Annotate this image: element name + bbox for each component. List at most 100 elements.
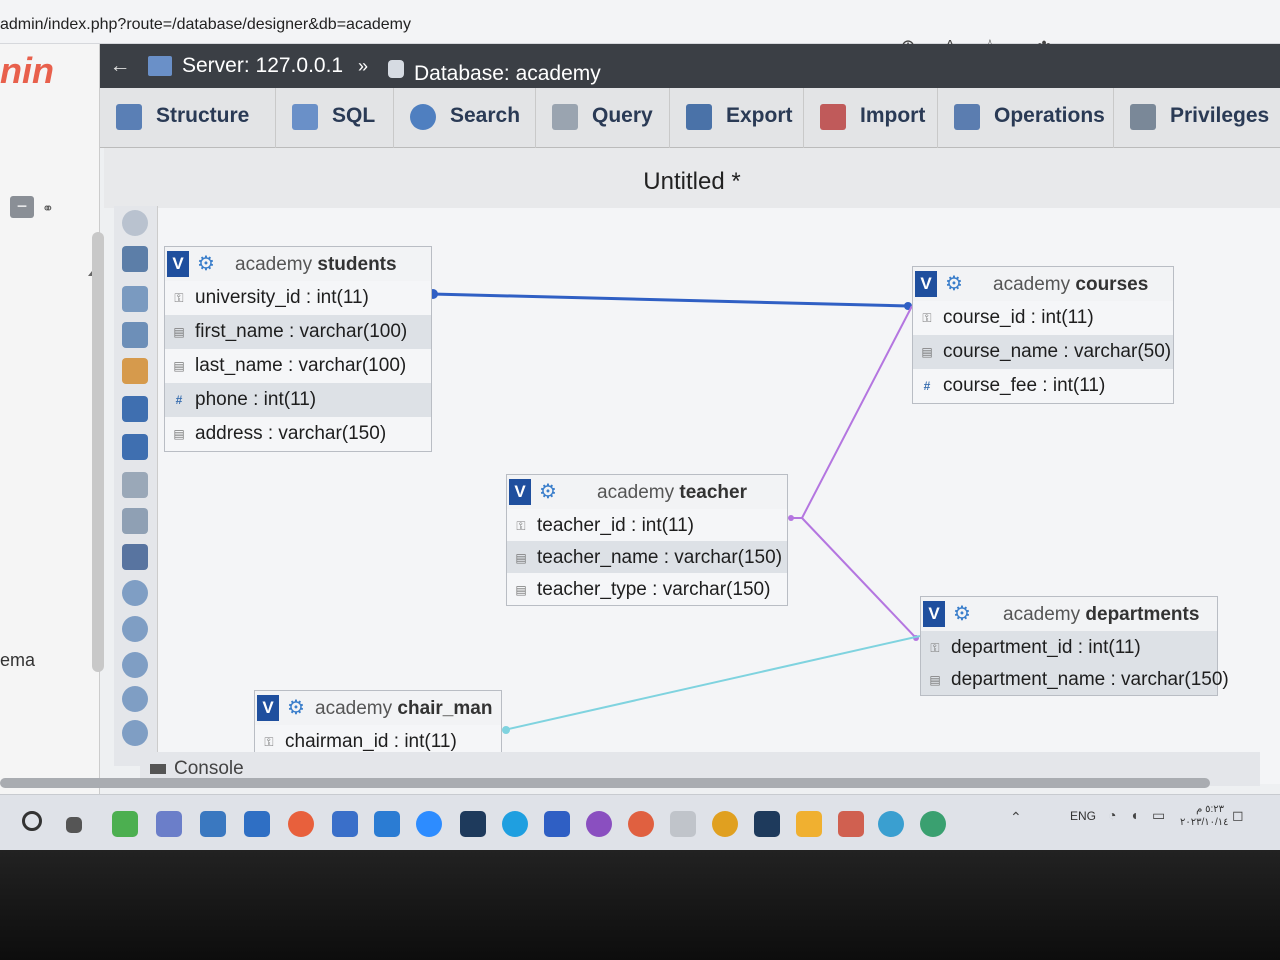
phpmyadmin-logo[interactable]: nin (0, 50, 54, 91)
github-icon[interactable] (586, 811, 612, 837)
tab-operations[interactable]: Operations (938, 88, 1114, 148)
table-card-departments[interactable]: V ⚙ academy departments ⚿department_id :… (920, 596, 1229, 696)
new-page-icon[interactable] (122, 322, 148, 348)
choose-column-icon[interactable] (122, 580, 148, 606)
save-position-icon[interactable] (122, 396, 148, 422)
toggle-columns-button[interactable]: V (923, 601, 945, 627)
toggle-columns-button[interactable]: V (257, 695, 279, 721)
dropbox-icon[interactable] (332, 811, 358, 837)
table-options-gear-icon[interactable]: ⚙ (945, 273, 963, 295)
firefox-icon[interactable] (288, 811, 314, 837)
browser-address-bar[interactable]: admin/index.php?route=/database/designer… (0, 0, 1280, 68)
column-row[interactable]: ⚿teacher_id : int(11) (507, 509, 787, 541)
main-tabs: Structure SQL Search Query Export Import… (100, 88, 1280, 148)
edge-icon[interactable] (502, 811, 528, 837)
table-options-gear-icon[interactable]: ⚙ (953, 603, 971, 625)
file-explorer-icon[interactable] (796, 811, 822, 837)
tab-search[interactable]: Search (394, 88, 536, 148)
table-header[interactable]: V ⚙ academy students (165, 247, 431, 281)
table-header[interactable]: V ⚙ academy departments (921, 597, 1217, 631)
widgets-icon[interactable] (112, 811, 138, 837)
reload-icon[interactable] (122, 616, 148, 642)
save-as-icon[interactable] (122, 434, 148, 460)
horizontal-scrollbar[interactable] (0, 778, 1210, 788)
tab-import[interactable]: Import (804, 88, 938, 148)
store-icon[interactable] (244, 811, 270, 837)
chrome-icon[interactable] (712, 811, 738, 837)
schema-label[interactable]: ema (0, 650, 36, 670)
photoshop-icon[interactable] (460, 811, 486, 837)
column-row[interactable]: ⚿chairman_id : int(11) (255, 725, 501, 759)
open-page-icon[interactable] (122, 358, 148, 384)
bootstrap-icon[interactable] (544, 811, 570, 837)
create-relationship-icon[interactable] (122, 544, 148, 570)
column-row[interactable]: #phone : int(11) (165, 383, 431, 417)
column-row[interactable]: ▤address : varchar(150) (165, 417, 431, 451)
breadcrumb-server[interactable]: Server: 127.0.0.1 (182, 54, 344, 77)
table-header[interactable]: V ⚙ academy courses (913, 267, 1173, 301)
table-card-teacher[interactable]: V ⚙ academy teacher ⚿teacher_id : int(11… (506, 474, 788, 606)
help-icon[interactable] (122, 652, 148, 678)
tab-query[interactable]: Query (536, 88, 670, 148)
whatsapp-icon[interactable] (920, 811, 946, 837)
url-text[interactable]: admin/index.php?route=/database/designer… (0, 16, 411, 33)
tab-export[interactable]: Export (670, 88, 804, 148)
app-icon[interactable] (670, 811, 696, 837)
language-indicator[interactable]: ENG (1070, 809, 1097, 823)
delete-page-icon[interactable] (122, 472, 148, 498)
zoom-icon[interactable] (416, 811, 442, 837)
column-row[interactable]: ▤last_name : varchar(100) (165, 349, 431, 383)
taskbar-clock[interactable]: ٥:٢٣ م ٢٠٢٣/١٠/١٤ (1180, 803, 1229, 829)
tab-sql[interactable]: SQL (276, 88, 394, 148)
postman-icon[interactable] (628, 811, 654, 837)
breadcrumb-database[interactable]: Database: academy (414, 62, 601, 85)
table-options-gear-icon[interactable]: ⚙ (197, 253, 215, 275)
navigation-scrollbar[interactable] (92, 232, 104, 672)
create-table-icon[interactable] (122, 508, 148, 534)
column-row[interactable]: ▤course_name : varchar(50) (913, 335, 1173, 369)
angular-links-icon[interactable] (122, 686, 148, 712)
link-with-main-panel-icon[interactable]: ⚭ (42, 200, 54, 216)
column-row[interactable]: ⚿course_id : int(11) (913, 301, 1173, 335)
app-icon[interactable] (200, 811, 226, 837)
table-options-gear-icon[interactable]: ⚙ (287, 697, 305, 719)
column-row[interactable]: #course_fee : int(11) (913, 369, 1173, 403)
toggle-menu-icon[interactable] (122, 210, 148, 236)
table-header[interactable]: V ⚙ academy teacher (507, 475, 787, 509)
column-row[interactable]: ⚿university_id : int(11) (165, 281, 431, 315)
snap-to-grid-icon[interactable] (122, 720, 148, 746)
telegram-icon[interactable] (878, 811, 904, 837)
tab-privileges[interactable]: Privileges (1114, 88, 1280, 148)
wifi-icon[interactable]: ◔ (1108, 807, 1117, 823)
photoshop-icon[interactable] (754, 811, 780, 837)
column-row[interactable]: ▤department_name : varchar(150) (921, 663, 1229, 695)
tab-label: Privileges (1170, 104, 1270, 127)
back-arrow-icon[interactable]: ← (109, 54, 131, 77)
volume-icon[interactable]: ◖ (1130, 807, 1139, 823)
table-options-gear-icon[interactable]: ⚙ (539, 481, 557, 503)
toggle-columns-button[interactable]: V (509, 479, 531, 505)
table-card-students[interactable]: V ⚙ academy students ⚿university_id : in… (164, 246, 432, 452)
fullscreen-icon[interactable] (122, 246, 148, 272)
battery-icon[interactable]: ▭ (1152, 807, 1166, 823)
notifications-icon[interactable]: ◻ (1232, 807, 1244, 823)
search-icon[interactable] (22, 811, 42, 831)
table-card-chair-man[interactable]: V ⚙ academy chair_man ⚿chairman_id : int… (254, 690, 502, 760)
teams-icon[interactable] (156, 811, 182, 837)
toggle-columns-button[interactable]: V (167, 251, 189, 277)
table-card-courses[interactable]: V ⚙ academy courses ⚿course_id : int(11)… (912, 266, 1174, 404)
tray-chevron-icon[interactable]: ⌃ (1010, 809, 1022, 825)
task-view-icon[interactable] (66, 817, 82, 833)
column-row[interactable]: ▤first_name : varchar(100) (165, 315, 431, 349)
photos-icon[interactable] (838, 811, 864, 837)
column-row[interactable]: ▤teacher_name : varchar(150) (507, 541, 787, 573)
column-row[interactable]: ▤teacher_type : varchar(150) (507, 573, 787, 605)
toggle-columns-button[interactable]: V (915, 271, 937, 297)
column-row[interactable]: ⚿department_id : int(11) (921, 631, 1217, 663)
laptop-brand-logo (490, 890, 590, 910)
add-tables-icon[interactable] (122, 286, 148, 312)
collapse-all-button[interactable]: − (10, 196, 34, 218)
tab-structure[interactable]: Structure (100, 88, 276, 148)
vscode-icon[interactable] (374, 811, 400, 837)
table-header[interactable]: V ⚙ academy chair_man (255, 691, 501, 725)
